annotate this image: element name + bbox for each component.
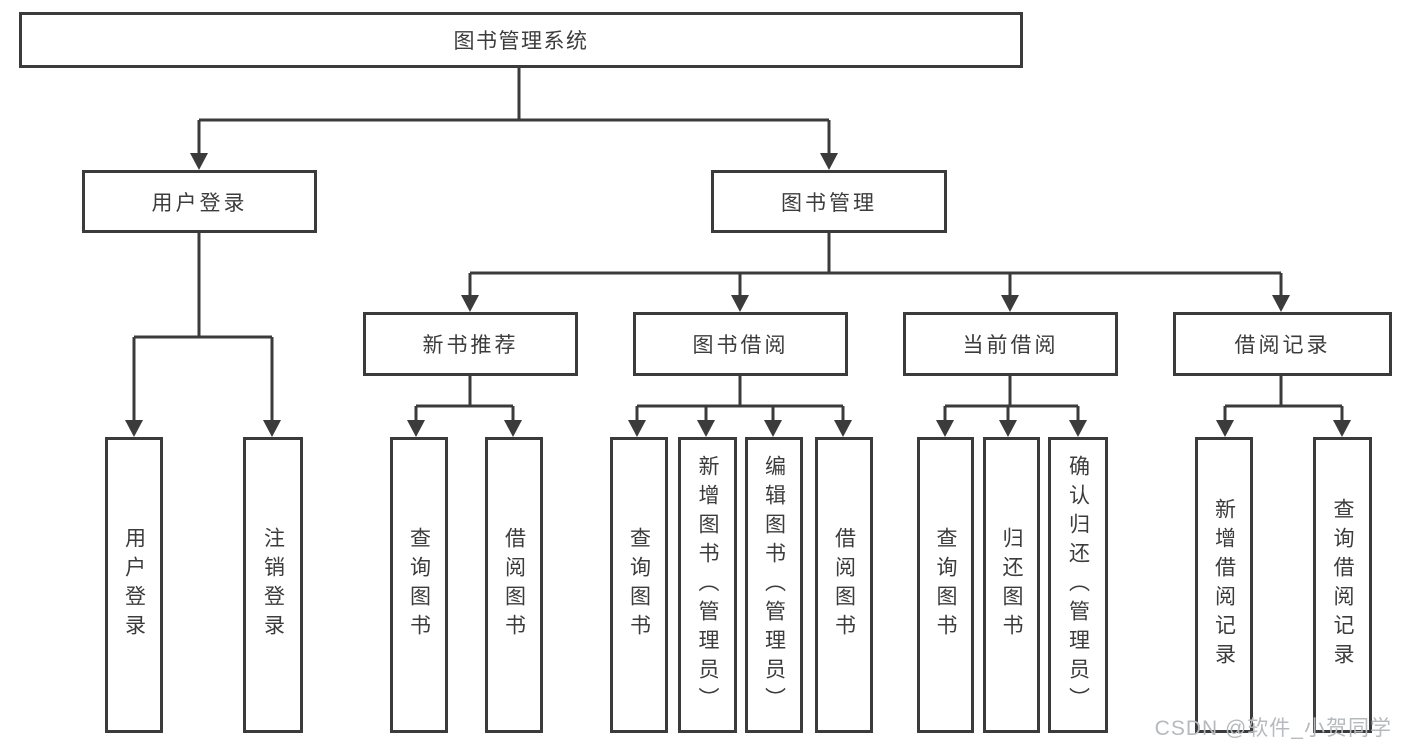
leaf-label: 查询图书 xyxy=(934,527,957,643)
leaf-query-borrow-record: 查询借阅记录 xyxy=(1313,437,1372,733)
leaf-user-login: 用户登录 xyxy=(105,437,163,733)
leaf-label: 查询借阅记录 xyxy=(1331,498,1354,672)
node-borrow-records: 借阅记录 xyxy=(1173,312,1392,376)
leaf-query-books-borrow: 查询图书 xyxy=(610,437,668,733)
connector-current-borrow-to-leaves xyxy=(936,376,1087,437)
node-label: 用户登录 xyxy=(151,191,248,215)
leaf-add-borrow-record: 新增借阅记录 xyxy=(1195,437,1253,733)
leaf-add-book-admin: 新增图书（管理员） xyxy=(678,437,737,733)
node-label: 图书管理系统 xyxy=(453,30,589,53)
leaf-query-books-recommend: 查询图书 xyxy=(390,437,448,733)
node-book-borrow: 图书借阅 xyxy=(633,312,848,376)
node-library-system: 图书管理系统 xyxy=(19,12,1023,68)
leaf-borrow-books-recommend: 借阅图书 xyxy=(485,437,543,733)
connector-book-management-to-level2 xyxy=(461,233,1290,312)
leaf-return-book: 归还图书 xyxy=(983,437,1040,733)
leaf-label: 注销登录 xyxy=(261,527,285,643)
leaf-logout: 注销登录 xyxy=(243,437,303,733)
leaf-borrow-books: 借阅图书 xyxy=(815,437,873,733)
node-new-book-recommend: 新书推荐 xyxy=(363,312,578,376)
node-label: 当前借阅 xyxy=(962,334,1059,357)
leaf-query-books-current: 查询图书 xyxy=(917,437,974,733)
leaf-label: 借阅图书 xyxy=(832,527,856,643)
node-label: 图书借阅 xyxy=(692,334,789,357)
connector-book-borrow-to-leaves xyxy=(628,376,852,437)
leaf-label: 新增借阅记录 xyxy=(1212,498,1236,672)
node-label: 新书推荐 xyxy=(422,334,519,357)
node-label: 图书管理 xyxy=(781,191,877,215)
node-book-management: 图书管理 xyxy=(711,170,947,233)
leaf-confirm-return-admin: 确认归还（管理员） xyxy=(1048,437,1108,733)
leaf-edit-book-admin: 编辑图书（管理员） xyxy=(745,437,803,733)
leaf-label: 编辑图书（管理员） xyxy=(762,454,786,716)
leaf-label: 借阅图书 xyxy=(502,527,526,643)
leaf-label: 确认归还（管理员） xyxy=(1066,454,1090,716)
node-label: 借阅记录 xyxy=(1234,334,1331,357)
connector-user-login-to-leaves xyxy=(125,233,281,437)
connector-borrow-records-to-leaves xyxy=(1216,376,1351,437)
connector-root-to-level1 xyxy=(190,68,838,170)
leaf-label: 新增图书（管理员） xyxy=(696,454,719,716)
node-user-login: 用户登录 xyxy=(82,170,317,233)
leaf-label: 归还图书 xyxy=(1000,527,1023,643)
connector-new-book-to-leaves xyxy=(407,376,522,437)
node-current-borrow: 当前借阅 xyxy=(903,312,1118,376)
watermark: CSDN @软件_小贺同学 xyxy=(1154,717,1392,740)
leaf-label: 用户登录 xyxy=(122,527,146,643)
leaf-label: 查询图书 xyxy=(407,527,431,643)
leaf-label: 查询图书 xyxy=(627,527,651,643)
